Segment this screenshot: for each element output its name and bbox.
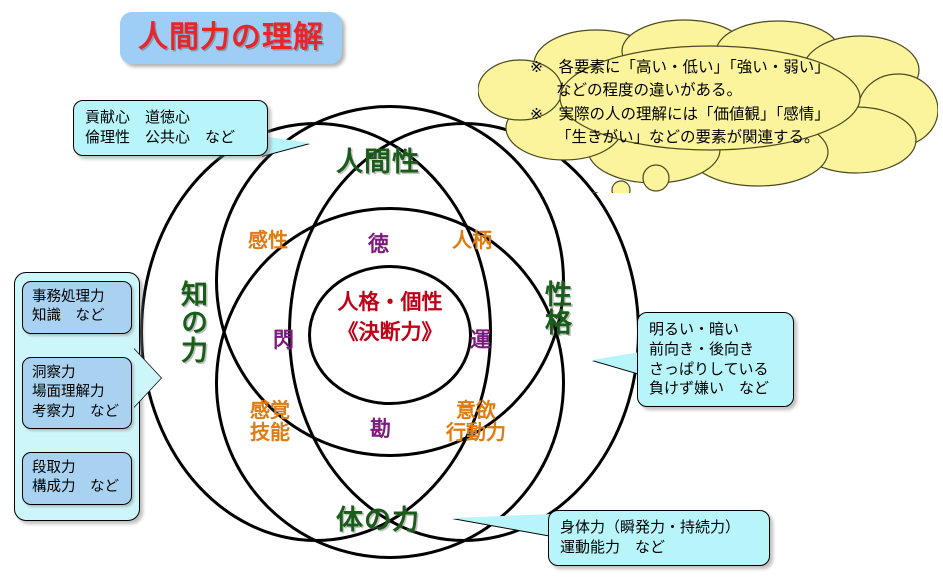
- left-card-jimu-shori: 事務処理力 知識 など: [22, 281, 132, 334]
- callout-right-line4: 負けず嫌い など: [649, 379, 770, 398]
- cloud-line-2: などの程度の違いがある。: [556, 81, 743, 100]
- left-card-0-line2: 知識 など: [32, 308, 105, 325]
- venn-overlap-kankaku-ginou: 感覚 技能: [250, 399, 290, 444]
- left-card-1-line3: 考察力 など: [32, 403, 119, 420]
- thought-cloud: ※ 各要素に「高い・低い」「強い・弱い」 などの程度の違いがある。 ※ 実際の人…: [478, 18, 938, 193]
- cloud-line-1: ※ 各要素に「高い・低い」「強い・弱い」: [530, 58, 830, 76]
- callout-bottom-tail: [452, 514, 552, 536]
- callout-right-tail: [592, 352, 640, 374]
- left-card-2-line2: 構成力 など: [32, 479, 119, 496]
- left-card-2-line1: 段取力: [32, 460, 76, 476]
- left-card-1-line1: 洞察力: [32, 365, 76, 381]
- venn-overlap-iyoku-line1: 意欲: [456, 398, 496, 422]
- venn-center-text: 人格・個性 《決断力》: [308, 287, 472, 348]
- left-card-1-line2: 場面理解力: [32, 384, 105, 401]
- venn-overlap-iyoku-line2: 行動力: [446, 420, 506, 445]
- callout-right-line3: さっぱりしている: [649, 359, 769, 378]
- venn-overlap-iyoku-koudouryoku: 意欲 行動力: [446, 399, 506, 444]
- callout-bottom-line1: 身体力（瞬発力・持続力）: [560, 518, 741, 536]
- venn-center-line2: 《決断力》: [337, 320, 443, 345]
- callout-top-left-line2: 倫理性 公共心 など: [85, 127, 236, 146]
- callout-top-left: 貢献心 道徳心 倫理性 公共心 など: [73, 100, 268, 156]
- venn-label-chi-no-chikara: 知の力: [176, 280, 207, 364]
- callout-right-line2: 前向き・後向き: [649, 339, 755, 358]
- title-box: 人間力の理解: [120, 12, 342, 64]
- venn-circle-karada-no-chikara: [215, 207, 565, 559]
- venn-overlap-kansei: 感性: [248, 228, 288, 252]
- callout-top-left-tail: [262, 136, 310, 156]
- left-card-dousatsuryoku: 洞察力 場面理解力 考察力 など: [22, 357, 132, 429]
- venn-triple-un: 運: [470, 328, 491, 352]
- venn-label-seikaku: 性格: [540, 280, 571, 336]
- callout-right: 明るい・暗い 前向き・後向き さっぱりしている 負けず嫌い など: [637, 312, 794, 408]
- callout-bottom: 身体力（瞬発力・持続力） 運動能力 など: [548, 510, 770, 566]
- venn-overlap-kankaku-line2: 技能: [250, 420, 290, 445]
- venn-diagram: 人間性 知の力 性格 体の力 感性 人柄 感覚 技能 意欲 行動力 徳 閃 運 …: [140, 105, 640, 560]
- venn-triple-toku: 徳: [368, 232, 389, 256]
- venn-overlap-hitogara: 人柄: [452, 228, 492, 252]
- thought-cloud-shape: [478, 19, 938, 193]
- venn-circle-center: [308, 265, 472, 405]
- cloud-line-4: 「生きがい」などの要素が関連する。: [556, 127, 820, 146]
- left-panel-arrow-icon: [133, 348, 161, 408]
- venn-triple-kan: 勘: [370, 417, 391, 441]
- left-card-0-line1: 事務処理力: [32, 289, 105, 305]
- venn-triple-sen: 閃: [273, 328, 294, 352]
- venn-overlap-kankaku-line1: 感覚: [250, 398, 290, 422]
- venn-center-line1: 人格・個性: [337, 290, 443, 314]
- left-card-dandoriryoku: 段取力 構成力 など: [22, 452, 132, 505]
- callout-top-left-line1: 貢献心 道徳心: [85, 108, 191, 126]
- callout-right-line1: 明るい・暗い: [649, 320, 740, 338]
- venn-label-ningensei: 人間性: [336, 147, 420, 178]
- thought-cloud-text: ※ 各要素に「高い・低い」「強い・弱い」 などの程度の違いがある。 ※ 実際の人…: [530, 56, 920, 149]
- venn-label-karada-no-chikara: 体の力: [336, 505, 420, 536]
- page-title: 人間力の理解: [138, 20, 324, 55]
- callout-bottom-line2: 運動能力 など: [560, 537, 666, 556]
- cloud-line-3: ※ 実際の人の理解には「価値観」「感情」: [530, 104, 830, 123]
